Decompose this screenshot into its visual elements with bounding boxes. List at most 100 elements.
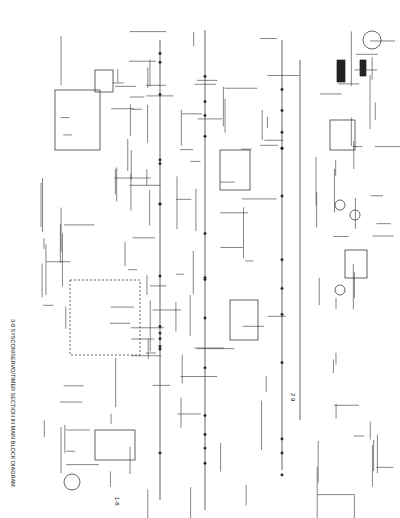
wire [131,150,132,179]
junction-dot [281,438,283,440]
wire [177,413,200,414]
wire [146,275,147,295]
wire [354,272,355,298]
wire [131,355,161,356]
wire [115,86,136,87]
wire [320,93,342,94]
wire [335,160,336,176]
ic-block [230,300,258,340]
bus-line [205,30,206,510]
wire [125,242,126,266]
wire [148,339,149,359]
wire [198,118,223,119]
ic-block [70,280,140,355]
junction-dot [204,114,206,116]
wire [153,385,171,386]
wire [190,487,191,518]
wire [115,169,116,194]
wire [334,236,349,237]
wire [195,189,196,231]
junction-dot [281,88,283,90]
wire [354,436,365,437]
junction-dot [204,462,206,464]
wire [181,110,182,146]
wire [317,467,318,518]
wire [114,177,151,178]
wire [150,300,151,351]
wire [66,451,75,452]
wire [182,113,203,114]
wire [42,178,43,232]
junction-dot [281,131,283,133]
junction-dot [281,109,283,111]
junction-dot [159,203,161,205]
wire [338,83,359,84]
wire [66,430,90,431]
wires [41,31,400,518]
junction-dot [281,147,283,149]
junction-dot [204,75,206,77]
wire [149,190,150,226]
wire [60,224,61,263]
wire [130,104,131,136]
wire [110,471,111,486]
wire [372,445,373,487]
bus-line [282,40,283,470]
wire [243,326,264,327]
wire [220,247,242,248]
junction-dot [159,162,161,164]
connector-symbol [337,60,345,82]
wire [117,69,118,82]
wire [335,353,336,365]
wire [128,269,137,270]
junction-dot [159,345,161,347]
wire [41,183,42,227]
wire [45,244,46,295]
wire [351,31,352,86]
wire [60,402,82,403]
wire [130,447,131,474]
wire [375,146,400,147]
wire [355,198,356,229]
wire [353,264,354,309]
wire [267,75,299,76]
wire [130,31,166,32]
wire [376,467,393,468]
junction-dot [159,93,161,95]
wire [61,208,62,252]
wire [356,54,378,55]
wire [180,149,193,150]
wire [194,348,224,349]
wire [376,223,390,224]
motor-symbol [64,474,80,490]
junction-dot [204,433,206,435]
wire [175,302,176,331]
wire [146,353,156,354]
wire [262,110,263,140]
wire [355,69,378,70]
wire [266,376,267,392]
bus-line [160,40,161,500]
wire [353,146,363,147]
sensor-symbol [335,285,345,295]
wire [370,40,395,41]
wire [44,420,45,437]
wire [127,139,128,171]
junction-dot [159,325,161,327]
junction-dot [204,232,206,234]
junction-dot [281,147,283,149]
wire [43,305,54,306]
wire [176,176,177,229]
ic-block [220,150,250,190]
wire [190,161,200,162]
wire [261,401,262,450]
wire [375,102,376,120]
junction-dot [204,100,206,102]
wire [260,145,278,146]
wire [115,358,116,407]
wire [373,440,374,471]
wire [194,84,215,85]
wire [147,105,148,143]
